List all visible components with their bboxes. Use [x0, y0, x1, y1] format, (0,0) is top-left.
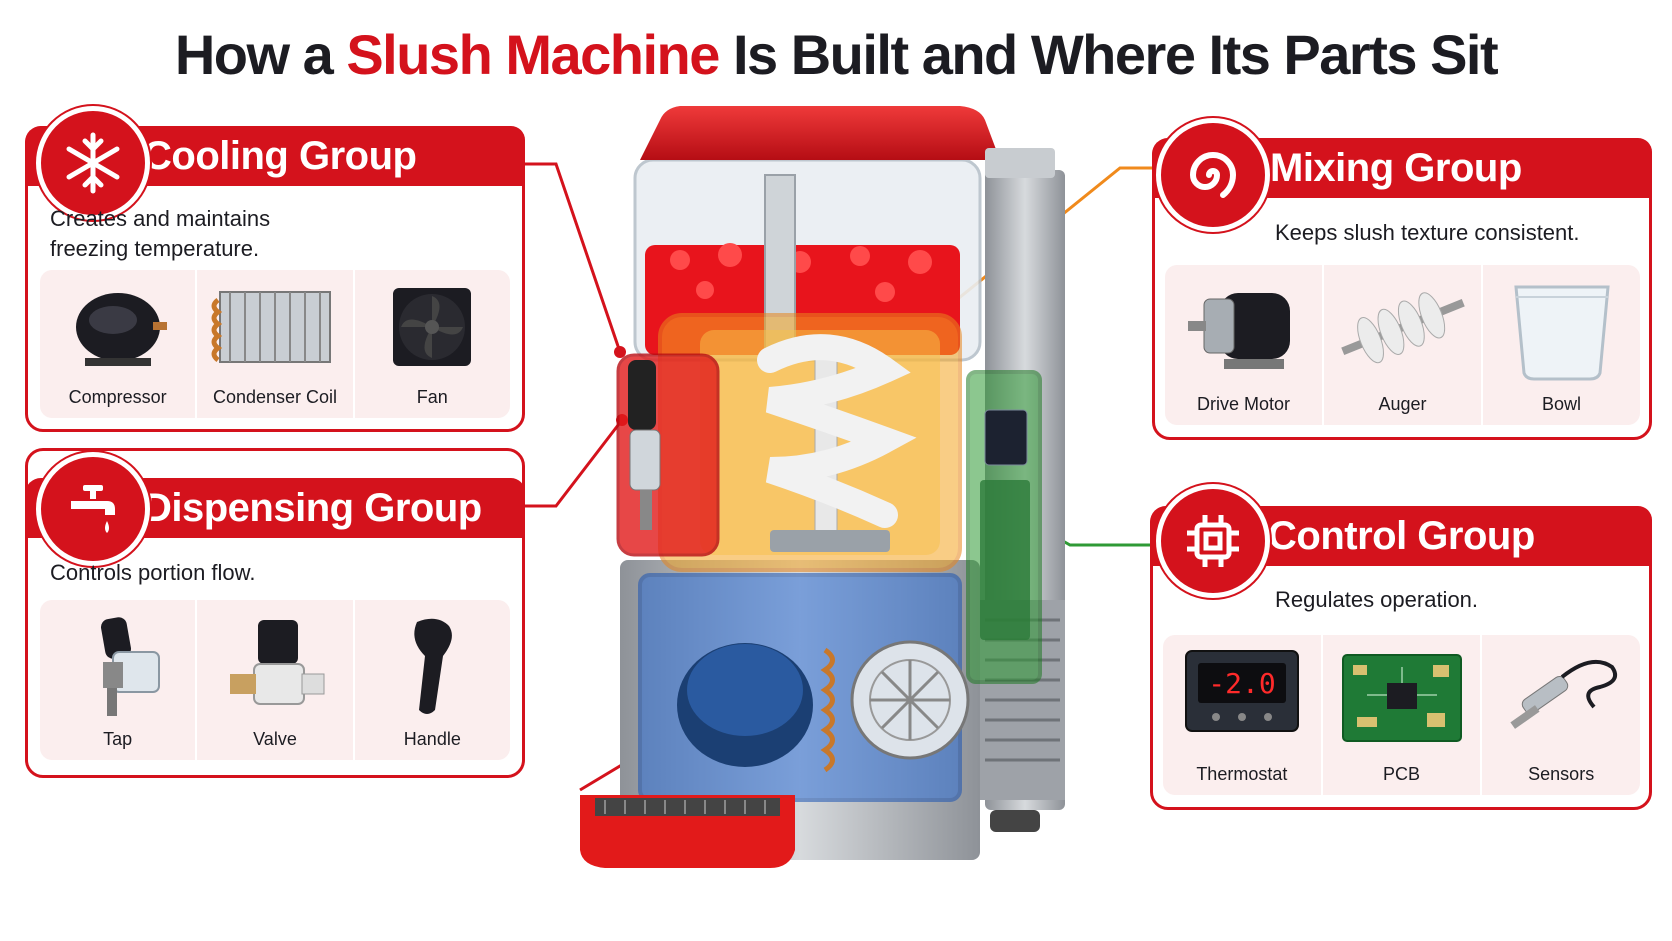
- valve-icon: [229, 620, 325, 705]
- thermostat-readout: -2.0: [1208, 667, 1275, 700]
- part-bowl: Bowl: [1483, 265, 1640, 425]
- thermostat-icon: -2.0: [1184, 650, 1299, 732]
- part-tap: Tap: [40, 600, 198, 760]
- condenser-coil-icon: [211, 291, 331, 363]
- part-auger: Auger: [1324, 265, 1483, 425]
- compressor-icon: [75, 293, 167, 366]
- control-group-description: Regulates operation.: [1275, 587, 1479, 612]
- drive-motor-icon: [1187, 293, 1290, 369]
- snowflake-icon: [36, 106, 150, 220]
- part-thermostat: -2.0 Thermostat: [1163, 635, 1323, 795]
- auger-icon: [1340, 292, 1465, 364]
- bowl-icon: [1513, 285, 1610, 381]
- part-fan: Fan: [355, 270, 510, 418]
- part-pcb: PCB: [1323, 635, 1483, 795]
- mixing-group-description: Keeps slush texture consistent.: [1275, 220, 1580, 245]
- handle-icon: [414, 618, 453, 714]
- part-sensors: Sensors: [1482, 635, 1640, 795]
- sensors-icon: [1510, 659, 1618, 729]
- pcb-icon: [1341, 654, 1462, 742]
- part-compressor: Compressor: [40, 270, 198, 418]
- dispensing-connector: [525, 419, 624, 508]
- part-condenser-coil: Condenser Coil: [197, 270, 355, 418]
- part-handle: Handle: [355, 600, 510, 760]
- auger-graphic: [757, 334, 917, 552]
- tap-icon: [100, 617, 160, 716]
- spiral-icon: [1156, 118, 1270, 232]
- chip-icon: [1156, 484, 1270, 598]
- cooling-parts-panel: Compressor Condenser Coil Fan: [40, 270, 510, 418]
- mixing-parts-panel: Drive Motor Auger Bowl: [1165, 265, 1640, 425]
- part-drive-motor: Drive Motor: [1165, 265, 1324, 425]
- dispensing-parts-panel: Tap Valve Handle: [40, 600, 510, 760]
- control-parts-panel: -2.0 Thermostat PCB Sensors: [1163, 635, 1640, 795]
- part-valve: Valve: [197, 600, 355, 760]
- page-title: How a Slush Machine Is Built and Where I…: [174, 23, 1499, 86]
- faucet-icon: [36, 452, 150, 566]
- title-highlight: Slush Machine: [346, 23, 720, 86]
- dispensing-group-description: Controls portion flow.: [50, 560, 256, 585]
- cooling-connector: [525, 162, 622, 353]
- cooling-group-description: Creates and maintains freezing temperatu…: [50, 206, 271, 261]
- fan-icon: [393, 288, 472, 366]
